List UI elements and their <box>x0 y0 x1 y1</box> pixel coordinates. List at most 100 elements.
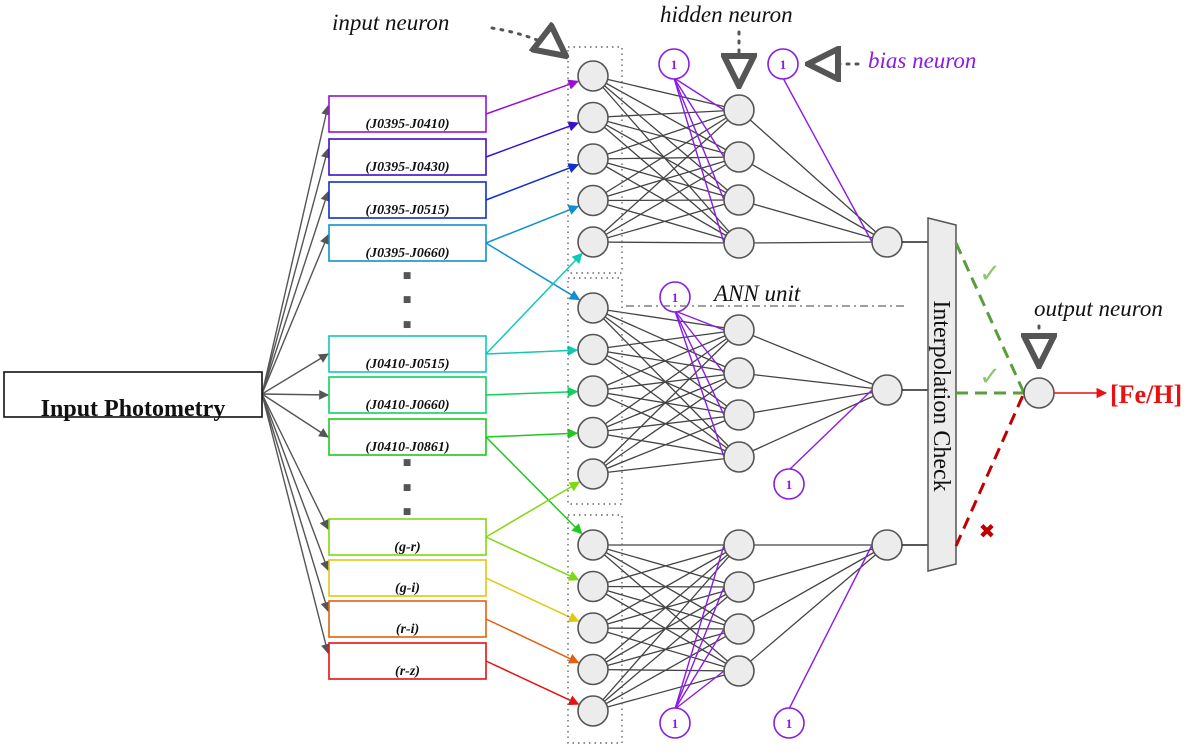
feature-to-input-arrow <box>485 121 579 158</box>
hidden-output-weight <box>738 199 888 243</box>
bias-circle <box>767 48 799 80</box>
feature-box: (J0410-J0515) <box>328 335 487 373</box>
input-neuron <box>577 60 609 92</box>
hidden-neuron-annotation: hidden neuron <box>660 2 793 86</box>
photometry-arrow <box>261 389 329 400</box>
feature-to-input-arrow <box>485 481 581 538</box>
feature-box-label: (J0395-J0430) <box>366 160 450 175</box>
photometry-arrow <box>261 353 329 395</box>
feature-box-label: (J0410-J0515) <box>366 357 450 372</box>
feature-to-input-arrow <box>485 345 579 356</box>
connections-layer <box>592 75 888 712</box>
bias-hidden-weight <box>673 77 725 201</box>
photometry-arrow <box>261 393 329 530</box>
feature-to-input-arrow <box>485 79 579 115</box>
input-neuron-label: input neuron <box>332 10 449 35</box>
hidden-neuron <box>723 613 755 645</box>
bias-hidden-weight <box>674 310 725 416</box>
output-bias-neuron: 1 <box>773 707 805 739</box>
feature-to-input-arrow <box>485 536 580 581</box>
hidden-neuron <box>723 357 755 389</box>
bias-output-weight <box>788 544 873 710</box>
hidden-output-weight <box>738 372 888 391</box>
feature-to-input-arrow <box>485 205 580 244</box>
interpolation-check-layer: Interpolation Check✓✓✖[Fe/H] <box>927 217 1182 572</box>
photometry-arrow <box>261 393 331 654</box>
input-hidden-weight <box>592 109 740 202</box>
input-photometry-label: Input Photometry <box>41 396 226 422</box>
bias-neuron-annotation: bias neuron <box>808 48 976 73</box>
feature-box-border <box>328 518 487 556</box>
feature-box-label: (J0410-J0660) <box>366 398 450 413</box>
input-hidden-weight <box>592 414 740 475</box>
input-hidden-weight <box>592 544 740 670</box>
bias-hidden-weight <box>674 310 725 374</box>
bias-circle <box>773 468 805 500</box>
photometry-arrow <box>261 393 330 571</box>
check-path-line <box>954 392 1026 547</box>
input-hidden-weight <box>592 372 740 475</box>
input-neuron <box>577 333 609 366</box>
input-hidden-weight <box>592 544 740 588</box>
bias-circle <box>773 707 805 739</box>
hidden-output-weight <box>738 544 888 672</box>
feature-box: (J0410-J0660) <box>328 376 487 414</box>
input-hidden-weight <box>592 75 740 201</box>
input-hidden-weight <box>592 109 740 243</box>
hidden-bias-neuron: 1 <box>659 707 691 739</box>
bias-value: 1 <box>786 716 793 731</box>
ann-unit-neurons: 11 <box>577 281 928 500</box>
hidden-neuron-label: hidden neuron <box>660 2 793 27</box>
input-neuron <box>577 101 609 134</box>
photometry-arrow <box>261 393 329 438</box>
input-neuron <box>577 184 609 217</box>
check-path-line <box>954 242 1026 394</box>
interpolation-check-label: Interpolation Check <box>928 300 954 491</box>
check-mark-icon: ✓ <box>979 362 1001 392</box>
bias-hidden-weight <box>674 628 725 710</box>
input-neuron <box>577 612 609 644</box>
unit-output-neuron <box>871 529 903 561</box>
output-neuron-label: output neuron <box>1034 296 1163 321</box>
hidden-neuron <box>723 94 755 126</box>
bias-value: 1 <box>786 477 793 492</box>
feature-box-border <box>328 181 487 219</box>
feature-box: (J0395-J0660) <box>328 224 487 262</box>
unit-output-neuron <box>871 226 903 258</box>
input-hidden-weight <box>592 628 740 712</box>
bias-hidden-weight <box>674 586 725 710</box>
bias-neuron-label: bias neuron <box>868 48 976 73</box>
input-hidden-weight <box>592 329 740 475</box>
hidden-output-weight <box>738 156 888 243</box>
input-hidden-weight <box>592 156 740 243</box>
input-hidden-weight <box>592 544 740 712</box>
check-path-fail <box>954 392 1026 547</box>
input-neuron <box>577 292 609 324</box>
bias-hidden-weight <box>674 544 725 710</box>
bias-hidden-weight <box>673 77 725 111</box>
feature-to-input-arrow <box>485 163 580 201</box>
cross-mark-icon: ✖ <box>979 519 996 543</box>
bias-hidden-weight <box>673 77 725 244</box>
check-path-pass <box>954 242 1026 394</box>
input-hidden-weight <box>592 348 740 374</box>
input-hidden-weight <box>592 158 740 201</box>
input-hidden-weight <box>592 75 740 244</box>
input-hidden-weight <box>592 116 740 201</box>
feature-to-input-arrow <box>485 386 579 398</box>
photometry-arrow <box>261 393 331 612</box>
bias-value: 1 <box>672 290 679 305</box>
input-photometry-box: Input Photometry <box>3 371 263 422</box>
ellipsis-dot: ■ <box>403 271 412 281</box>
feature-box-border <box>328 138 487 176</box>
input-neuron <box>577 570 609 603</box>
input-hidden-weight <box>592 109 740 119</box>
photometry-arrow <box>261 234 330 395</box>
ellipsis-top: ■ ■ ■ <box>403 271 412 330</box>
hidden-output-weight <box>738 329 888 391</box>
input-hidden-weight <box>592 199 740 243</box>
input-hidden-weight <box>592 117 740 244</box>
ann-unit-annotation: ANN unit <box>626 281 906 307</box>
